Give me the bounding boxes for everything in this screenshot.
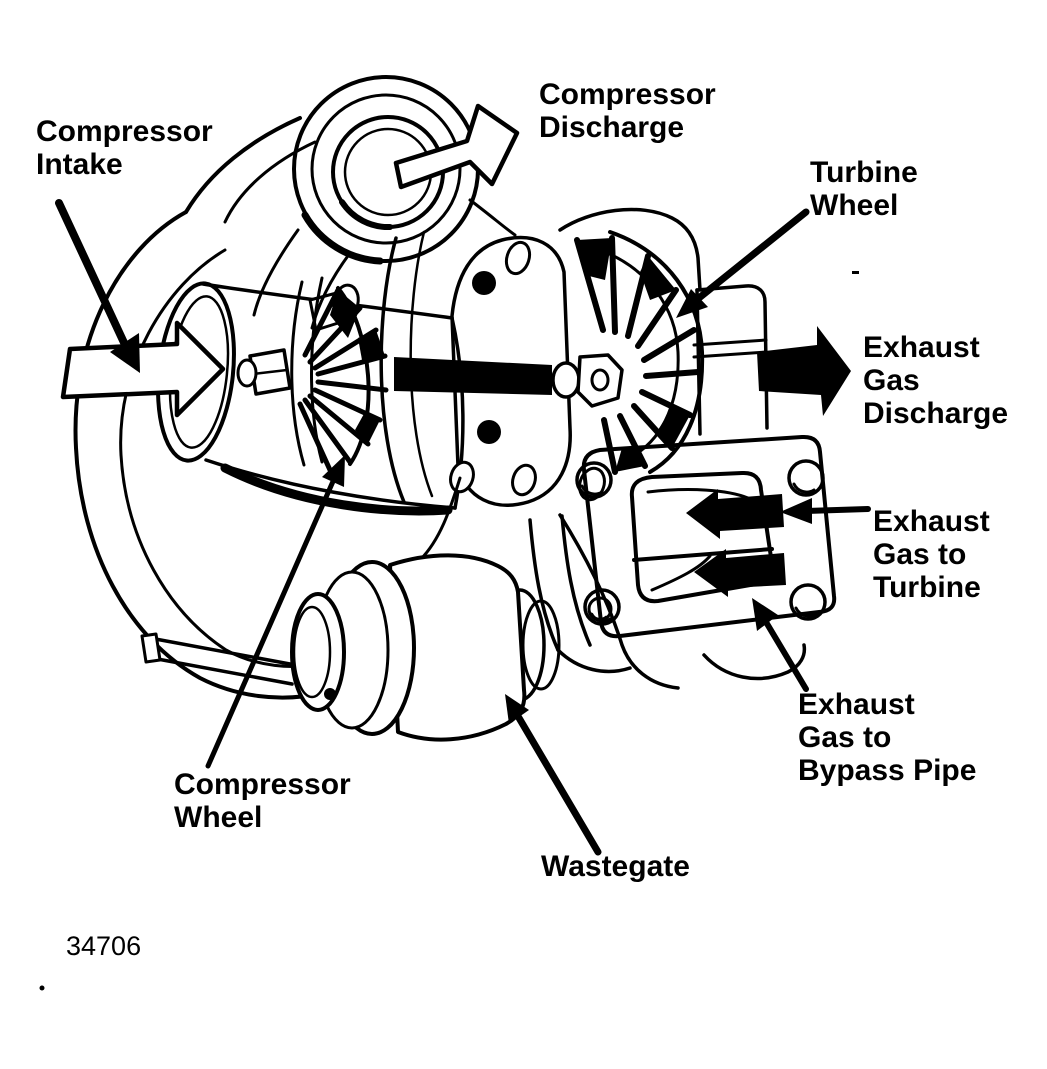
exhaust-to-turbine-flow-arrow <box>686 489 784 539</box>
label-compressor-intake: Compressor Intake <box>36 115 213 181</box>
turbine-wheel-art <box>574 230 705 475</box>
label-exhaust-gas-discharge: Exhaust Gas Discharge <box>863 331 1009 430</box>
compressor-intake-leader-arrow <box>55 199 140 373</box>
wastegate-actuator <box>140 514 632 742</box>
exhaust-discharge-flow-arrow <box>757 326 851 416</box>
label-exhaust-gas-to-bypass-pipe: Exhaust Gas to Bypass Pipe <box>798 688 977 787</box>
figure-number: 34706 <box>66 931 142 961</box>
exhaust-flange <box>575 434 837 639</box>
label-turbine-wheel: Turbine Wheel <box>810 156 918 222</box>
wastegate-leader-arrow <box>505 694 602 856</box>
label-wastegate: Wastegate <box>541 850 690 883</box>
exhaust-to-turbine-pointer <box>780 498 871 524</box>
label-compressor-wheel: Compressor Wheel <box>174 768 351 834</box>
compressor-wheel-art <box>236 276 389 473</box>
intake-flow-arrow <box>60 320 226 418</box>
intake-hose-loop <box>73 116 332 700</box>
turbine-wheel-leader-arrow <box>676 208 810 318</box>
label-compressor-discharge: Compressor Discharge <box>539 78 716 144</box>
label-exhaust-gas-to-turbine: Exhaust Gas to Turbine <box>873 505 990 604</box>
exhaust-to-bypass-pointer <box>752 598 809 692</box>
turbine-housing <box>558 207 807 690</box>
exhaust-to-bypass-flow-arrow <box>694 549 786 597</box>
compressor-wheel-leader-arrow <box>205 455 345 769</box>
shaft-arrow <box>394 353 624 408</box>
print-artifacts <box>39 271 859 991</box>
discharge-flow-arrow <box>393 103 520 190</box>
